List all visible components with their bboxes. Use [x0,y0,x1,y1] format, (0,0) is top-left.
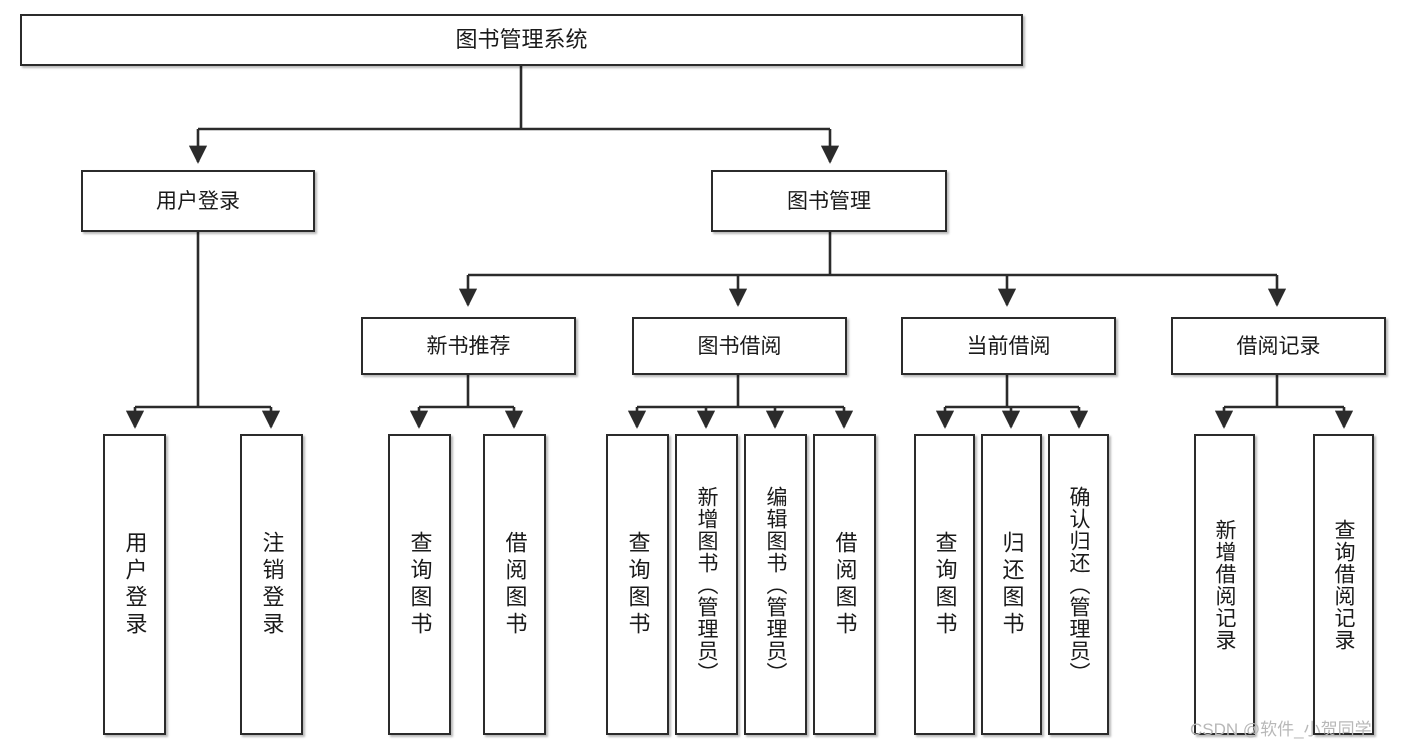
node-book-management[interactable]: 图书管理 [711,170,947,232]
node-current-borrow-label: 当前借阅 [966,334,1051,358]
node-book-borrow-label: 图书借阅 [697,334,782,358]
node-leaf-label: 借阅图书 [502,530,528,639]
node-root-label: 图书管理系统 [455,27,588,52]
node-leaf-label: 新增图书（管理员） [695,485,718,684]
node-leaf-current-query-book[interactable]: 查询图书 [914,434,975,735]
node-leaf-label: 用户登录 [122,530,148,639]
node-user-login[interactable]: 用户登录 [81,170,315,232]
node-book-management-label: 图书管理 [787,189,871,213]
node-borrow-record-label: 借阅记录 [1236,334,1321,358]
node-leaf-label: 查询图书 [932,530,958,639]
node-leaf-label: 确认归还（管理员） [1067,485,1090,684]
node-leaf-record-query[interactable]: 查询借阅记录 [1313,434,1374,735]
node-leaf-label: 注销登录 [259,530,285,639]
node-leaf-borrow-borrow-book[interactable]: 借阅图书 [813,434,876,735]
node-leaf-current-return-book[interactable]: 归还图书 [981,434,1042,735]
node-leaf-user-login-logout[interactable]: 注销登录 [240,434,303,735]
node-leaf-label: 查询图书 [407,530,433,639]
node-new-book-recommend[interactable]: 新书推荐 [361,317,576,375]
node-leaf-current-confirm-return[interactable]: 确认归还（管理员） [1048,434,1109,735]
node-borrow-record[interactable]: 借阅记录 [1171,317,1386,375]
node-leaf-record-add[interactable]: 新增借阅记录 [1194,434,1255,735]
node-user-login-label: 用户登录 [156,189,240,213]
node-leaf-label: 借阅图书 [832,530,858,639]
node-leaf-user-login-login[interactable]: 用户登录 [103,434,166,735]
node-leaf-label: 查询图书 [625,530,651,639]
node-root[interactable]: 图书管理系统 [20,14,1023,66]
node-current-borrow[interactable]: 当前借阅 [901,317,1116,375]
node-book-borrow[interactable]: 图书借阅 [632,317,847,375]
node-leaf-label: 编辑图书（管理员） [764,485,787,684]
node-leaf-borrow-query-book[interactable]: 查询图书 [606,434,669,735]
node-leaf-borrow-add-book[interactable]: 新增图书（管理员） [675,434,738,735]
node-leaf-label: 新增借阅记录 [1213,518,1236,651]
node-leaf-borrow-edit-book[interactable]: 编辑图书（管理员） [744,434,807,735]
node-leaf-new-book-borrow[interactable]: 借阅图书 [483,434,546,735]
csdn-watermark: CSDN @软件_小贺同学 [1190,720,1372,739]
node-leaf-label: 归还图书 [999,530,1025,639]
node-leaf-new-book-query[interactable]: 查询图书 [388,434,451,735]
node-new-book-recommend-label: 新书推荐 [426,334,511,358]
node-leaf-label: 查询借阅记录 [1332,518,1355,651]
